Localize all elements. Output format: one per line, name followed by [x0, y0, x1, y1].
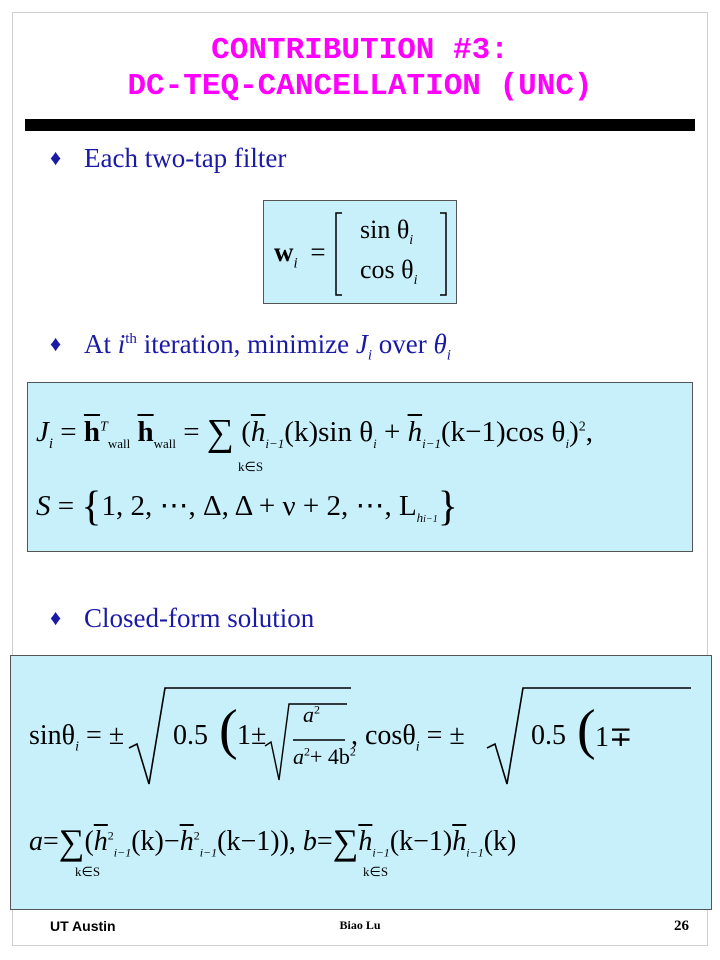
slide-title-line2: DC-TEQ-CANCELLATION (UNC) — [127, 69, 593, 104]
page-number: 26 — [674, 918, 689, 934]
equation-box-solution: sinθi = ± 0.5 ( 1± a2 a2+ 4b2 , cosθi = … — [10, 655, 712, 910]
slide-title-line1: CONTRIBUTION #3: — [211, 33, 509, 68]
bullet-closed-form: ♦ Closed-form solution — [50, 603, 314, 634]
eq-w-lhs: wi = — [274, 237, 326, 272]
eq-w-row1: sin θi — [360, 215, 414, 249]
diamond-bullet-icon: ♦ — [50, 331, 62, 356]
equation-box-w: wi = sin θi cos θi — [263, 200, 457, 304]
sqrt-sin-icon — [128, 687, 351, 785]
sqrt-inner-sin — [264, 703, 347, 781]
eq-a-sum-under: k∈S — [75, 864, 101, 879]
sum-icon: ∑ — [332, 822, 359, 862]
paren-left: ( — [219, 699, 238, 761]
eq-J-line: Ji = hTwall hwall = ∑ (hi−1(k)sin θi + h… — [36, 412, 593, 454]
eq-cos-half: 0.5 — [531, 720, 566, 751]
slide-frame — [12, 12, 708, 946]
eq-sin-half: 0.5 — [173, 720, 208, 751]
equation-box-J: Ji = hTwall hwall = ∑ (hi−1(k)sin θi + h… — [27, 382, 693, 552]
bracket-matrix — [335, 212, 447, 296]
footer-author: Biao Lu — [339, 918, 381, 932]
footer-institution: UT Austin — [50, 918, 116, 934]
eq-sin-onepm: 1± — [237, 720, 267, 751]
eq-cos-theta: , cosθi = ± — [351, 720, 465, 755]
eq-a-b: a=∑(h2i−1(k)−h2i−1(k−1)), b=∑hi−1(k−1)hi… — [29, 822, 517, 862]
eq-w-row2: cos θi — [360, 255, 418, 289]
bullet-two-tap-filter: ♦ Each two-tap filter — [50, 143, 286, 174]
paren-left-cos: ( — [577, 699, 596, 761]
eq-cos-onemp: 1∓ — [595, 722, 633, 753]
bullet-text: Closed-form solution — [84, 603, 315, 633]
diamond-bullet-icon: ♦ — [50, 145, 62, 170]
sum-icon: ∑ — [58, 822, 85, 862]
eq-sin-theta: sinθi = ± — [29, 720, 125, 755]
sqrt-cos-icon — [486, 687, 691, 785]
bullet-text: Each two-tap filter — [84, 143, 287, 173]
frac-den: a2+ 4b2 — [293, 744, 356, 769]
eq-S-line: S = {1, 2, ⋯, Δ, Δ + ν + 2, ⋯, Lhi−1} — [36, 484, 458, 530]
eq-J-sum-under: k∈S — [238, 459, 264, 474]
sum-icon: ∑ — [206, 412, 234, 454]
frac-num: a2 — [303, 702, 320, 727]
title-rule — [25, 119, 695, 131]
eq-b-sum-under: k∈S — [363, 864, 389, 879]
bullet-minimize: ♦At ith iteration, minimize Ji over θi — [50, 329, 451, 364]
diamond-bullet-icon: ♦ — [50, 605, 62, 630]
